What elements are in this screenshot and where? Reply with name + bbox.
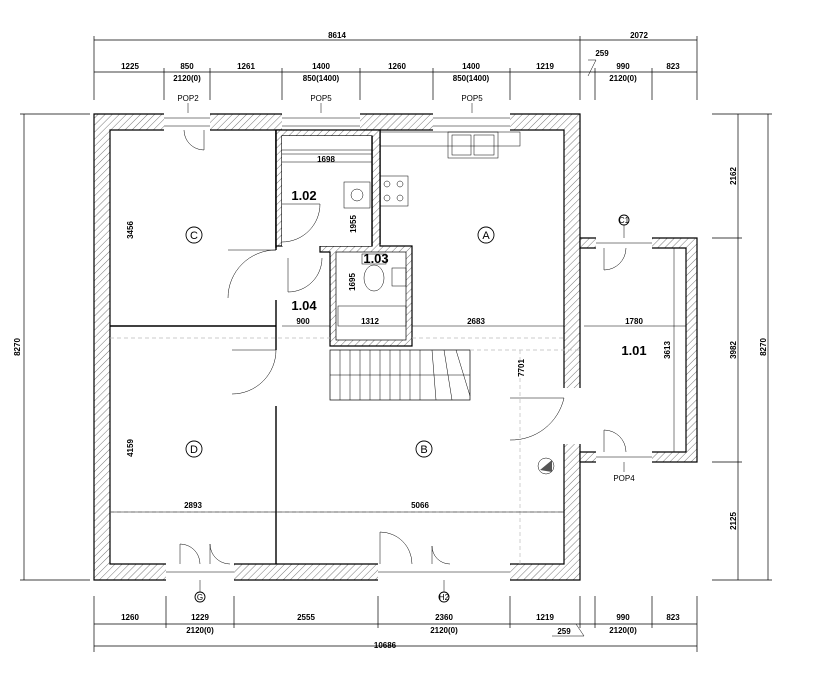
- dim-3613: 3613: [663, 341, 672, 359]
- marker-b: B: [420, 444, 427, 456]
- tag-pop5-b: POP5: [461, 94, 483, 103]
- dim-bottom-overall: 10686: [374, 641, 397, 650]
- tag-pop5-a: POP5: [310, 94, 332, 103]
- dim-top-5: 1260: [388, 62, 406, 71]
- dim-top-1: 1225: [121, 62, 139, 71]
- dim-bottom-1: 1260: [121, 613, 139, 622]
- door-swings: [179, 129, 565, 565]
- tag-pop4: POP4: [613, 474, 635, 483]
- opening-tags: POP2 POP5 POP5 C1 POP4 G H2: [177, 94, 635, 603]
- stove-icon: [379, 175, 409, 207]
- marker-d: D: [190, 444, 198, 456]
- dim-1955: 1955: [349, 215, 358, 233]
- dim-top-9: 823: [666, 62, 680, 71]
- tag-h2: H2: [439, 593, 450, 602]
- dim-top-small: 259: [595, 49, 609, 58]
- dim-right-overall: 8270: [759, 338, 768, 356]
- interior-dimension-lines: [110, 153, 686, 513]
- tag-pop2: POP2: [177, 94, 199, 103]
- exterior-walls: [93, 113, 581, 581]
- dashed-lines: [110, 337, 580, 564]
- stairs: [329, 349, 471, 401]
- dim-1312: 1312: [361, 317, 379, 326]
- dim-2683: 2683: [467, 317, 485, 326]
- dim-2893: 2893: [184, 501, 202, 510]
- dim-top-2: 850: [180, 62, 194, 71]
- room-markers: A C B D: [185, 226, 495, 458]
- dim-right-2: 3982: [729, 341, 738, 359]
- tag-g: G: [197, 593, 203, 602]
- dim-bottom-sub-3: 2120(0): [609, 626, 637, 635]
- dim-top-sub-2: 850(1400): [303, 74, 340, 83]
- veranda: [579, 237, 698, 463]
- room-1-02: 1.02: [291, 188, 316, 203]
- toilet-icon: [361, 253, 387, 265]
- dim-4159: 4159: [126, 439, 135, 457]
- top-dimensions: 8614 2072 1225 850 1261 1400 1260 1400 1…: [93, 31, 698, 100]
- dim-5066: 5066: [411, 501, 429, 510]
- dim-bottom-5: 1219: [536, 613, 554, 622]
- dim-bottom-4: 2360: [435, 613, 453, 622]
- interior-partitions: [110, 129, 413, 564]
- dim-bottom-sub-2: 2120(0): [430, 626, 458, 635]
- dim-1780: 1780: [625, 317, 643, 326]
- dim-1698: 1698: [317, 155, 335, 164]
- dim-left-overall: 8270: [13, 338, 22, 356]
- dim-top-4: 1400: [312, 62, 330, 71]
- dim-top-overall-right: 2072: [630, 31, 648, 40]
- dim-top-3: 1261: [237, 62, 255, 71]
- dim-bottom-3: 2555: [297, 613, 315, 622]
- dim-top-6: 1400: [462, 62, 480, 71]
- dim-bottom-6: 990: [616, 613, 630, 622]
- dim-top-7: 1219: [536, 62, 554, 71]
- dim-bottom-sub-1: 2120(0): [186, 626, 214, 635]
- dim-7701: 7701: [517, 359, 526, 377]
- marker-a: A: [482, 230, 490, 242]
- dim-1695: 1695: [348, 273, 357, 291]
- bottom-dimensions: 1260 1229 2555 2360 1219 990 823 2120(0)…: [93, 596, 698, 652]
- interior-dimensions: 1698 1955 1695 3456 900 1312 2683 1780 3…: [126, 155, 672, 510]
- dim-top-sub-3: 850(1400): [453, 74, 490, 83]
- dim-top-sub-4: 2120(0): [609, 74, 637, 83]
- dim-bottom-2: 1229: [191, 613, 209, 622]
- dim-900: 900: [296, 317, 310, 326]
- room-labels: 1.02 1.03 1.04 1.01: [291, 188, 646, 358]
- dim-bottom-7: 823: [666, 613, 680, 622]
- marker-c: C: [190, 230, 198, 242]
- room-1-03: 1.03: [363, 251, 388, 266]
- dim-3456: 3456: [126, 221, 135, 239]
- side-dimensions: 8270 2162 3982 2125 8270: [13, 113, 772, 581]
- room-1-04: 1.04: [291, 298, 317, 313]
- dim-top-sub-1: 2120(0): [173, 74, 201, 83]
- sink-icon: [343, 181, 371, 209]
- gauge-icon: [537, 457, 555, 475]
- tag-c1: C1: [619, 216, 630, 225]
- dim-right-1: 2162: [729, 167, 738, 185]
- dim-top-overall: 8614: [328, 31, 346, 40]
- dim-right-3: 2125: [729, 512, 738, 530]
- fixtures: [282, 131, 555, 475]
- dim-bottom-small: 259: [557, 627, 571, 636]
- room-1-01: 1.01: [621, 343, 646, 358]
- dim-top-8: 990: [616, 62, 630, 71]
